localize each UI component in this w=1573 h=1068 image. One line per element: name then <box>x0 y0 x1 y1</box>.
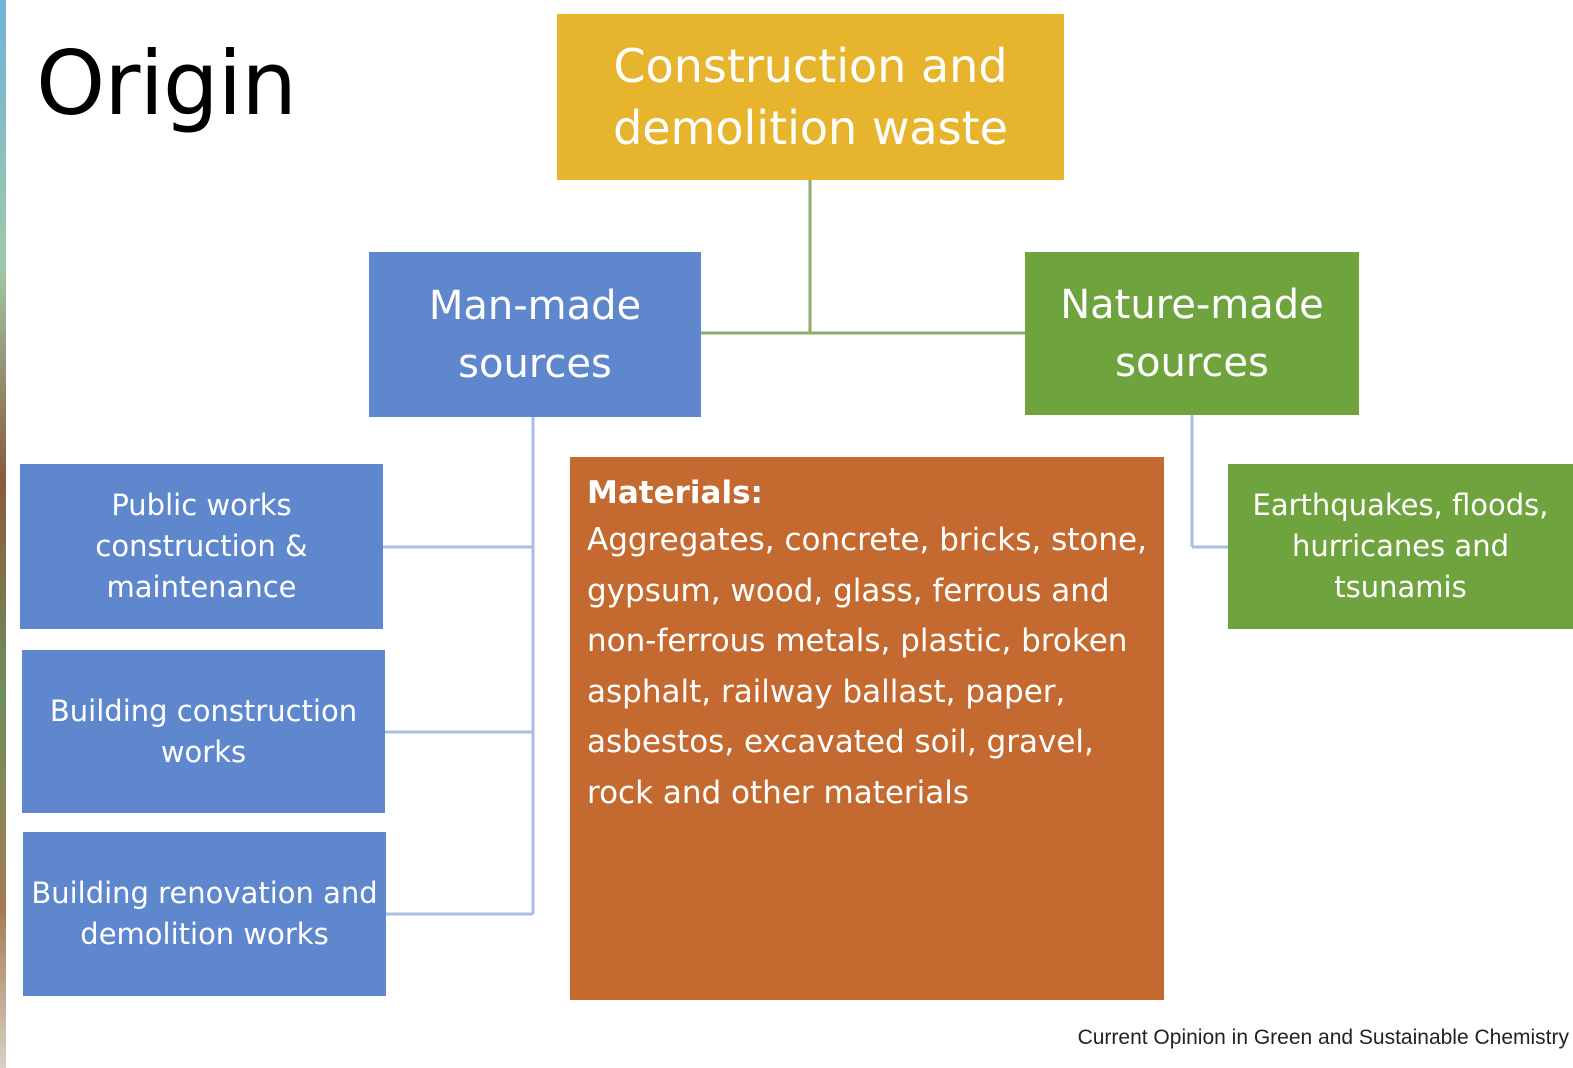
natural-events-label: Earthquakes, floods, hurricanes and tsun… <box>1252 488 1549 604</box>
root-node-box: Construction and demolition waste <box>557 14 1064 180</box>
nature-made-sources-label: Nature-made sources <box>1060 281 1324 386</box>
building-renovation-box: Building renovation and demolition works <box>23 832 386 996</box>
root-node-label: Construction and demolition waste <box>613 39 1008 155</box>
background-photo-strip <box>0 0 6 1068</box>
nature-made-sources-box: Nature-made sources <box>1025 252 1359 415</box>
materials-heading: Materials: <box>587 475 763 511</box>
building-construction-box: Building construction works <box>22 650 385 813</box>
public-works-box: Public works construction & maintenance <box>20 464 383 629</box>
natural-events-box: Earthquakes, floods, hurricanes and tsun… <box>1228 464 1573 629</box>
building-construction-label: Building construction works <box>49 693 358 769</box>
man-made-sources-label: Man-made sources <box>428 282 642 387</box>
materials-box: Materials: Aggregates, concrete, bricks,… <box>570 457 1164 1000</box>
building-renovation-label: Building renovation and demolition works <box>31 876 378 951</box>
page-title: Origin <box>36 32 297 135</box>
materials-list-text: Aggregates, concrete, bricks, stone, gyp… <box>587 522 1147 811</box>
source-credit: Current Opinion in Green and Sustainable… <box>1077 1026 1569 1049</box>
public-works-label: Public works construction & maintenance <box>95 488 308 604</box>
man-made-sources-box: Man-made sources <box>369 252 701 417</box>
